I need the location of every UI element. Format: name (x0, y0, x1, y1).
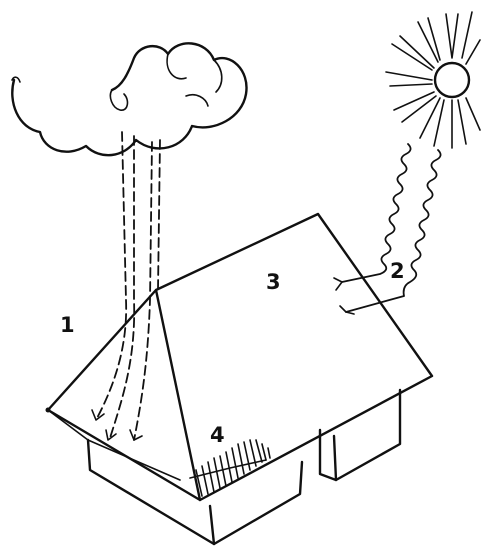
solar-radiation-waves (334, 144, 441, 314)
cloud-icon (12, 43, 247, 155)
label-2: 2 (390, 259, 405, 283)
label-1: 1 (60, 313, 75, 337)
label-3: 3 (266, 270, 281, 294)
rain-lines (92, 132, 160, 440)
sun-icon (386, 12, 480, 148)
house-drawing (46, 214, 433, 544)
label-4: 4 (210, 423, 225, 447)
